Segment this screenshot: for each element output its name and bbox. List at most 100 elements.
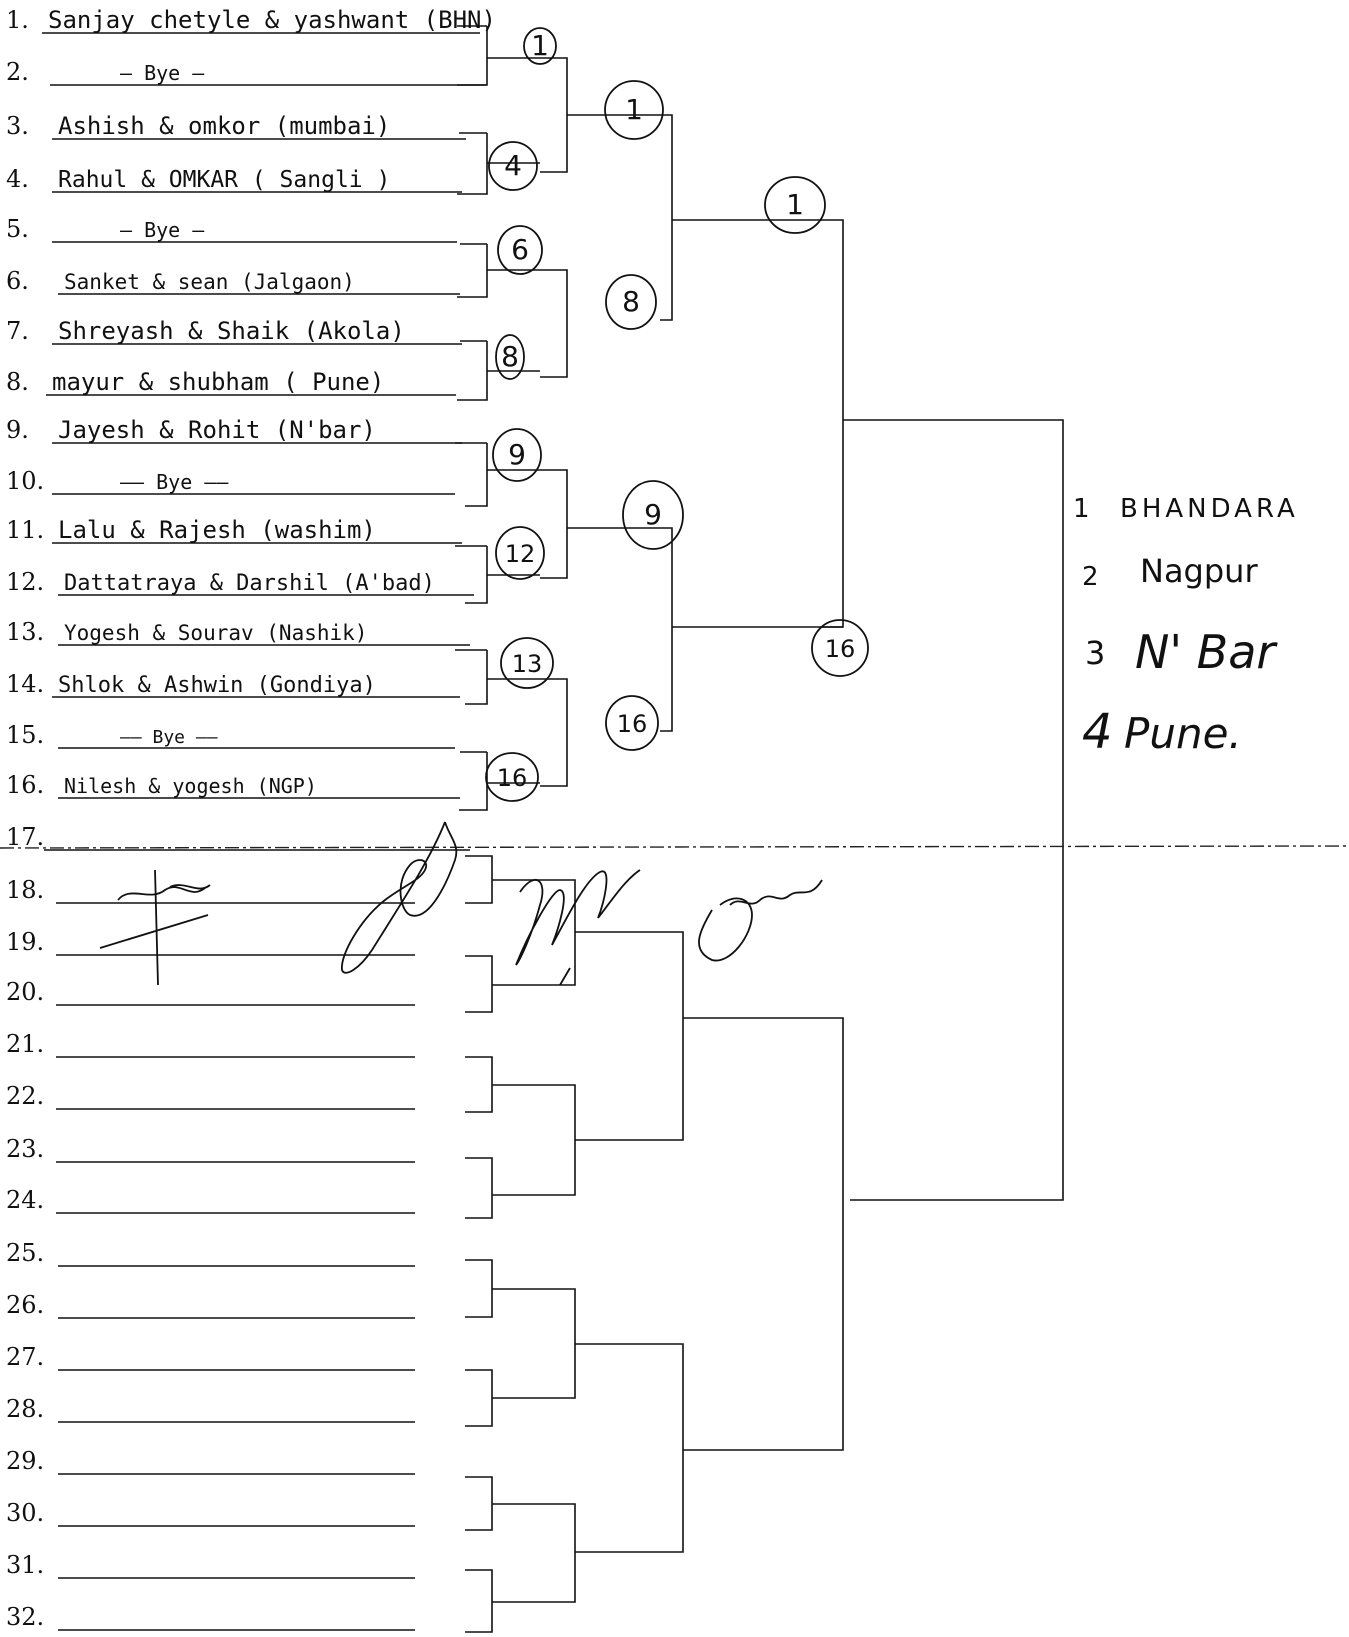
entry-number: 28. [6,1395,44,1423]
entry-number: 3. [6,112,29,140]
round1-winner: 16 [485,752,539,802]
entry-number: 6. [6,267,29,295]
entry-name: Yogesh & Sourav (Nashik) [64,621,367,645]
entry-row: 27. [6,1343,415,1371]
bracket-lines [455,25,1064,1633]
entry-number: 32. [6,1603,44,1631]
entry-row: 1.Sanjay chetyle & yashwant (BHN) [6,6,496,34]
winner-label: 1 [531,29,549,62]
entry-number: 20. [6,978,44,1006]
signature-3 [515,869,641,986]
round1-winner: 13 [500,637,554,689]
entry-row: 16. Nilesh & yogesh (NGP) [6,771,460,799]
winner-circle [605,695,659,751]
winner-circle [604,80,664,140]
winner-label: 1 [786,188,804,221]
entry-number: 26. [6,1291,44,1319]
signature-4 [698,879,823,962]
entry-number: 25. [6,1239,44,1267]
entry-row: 22. [6,1082,415,1110]
entry-row: 2.— Bye — [6,58,486,86]
entry-name: Dattatraya & Darshil (A'bad) [64,571,435,596]
winner-circle [811,619,869,677]
round2-winner: 8 [605,274,657,330]
entry-row: 26. [6,1291,415,1319]
entry-row: 30. [6,1499,415,1527]
entry-number: 14. [6,670,44,698]
round2-winner: 16 [605,695,659,751]
entry-name: Shlok & Ashwin (Gondiya) [58,673,376,698]
entry-row: 10.—— Bye —— [6,467,455,495]
entry-number: 17. [6,823,44,851]
entry-name: Shreyash & Shaik (Akola) [58,317,405,345]
entry-number: 27. [6,1343,44,1371]
entry-number: 31. [6,1551,44,1579]
entry-row: 6. Sanket & sean (Jalgaon) [6,267,460,295]
entry-name: —— Bye —— [120,727,218,748]
entry-number: 12. [6,568,44,596]
entry-row: 5.— Bye — [6,215,457,243]
entry-number: 7. [6,317,29,345]
entry-row: 13. Yogesh & Sourav (Nashik) [6,618,470,646]
winner-circle [764,176,826,234]
result-name: N' Bar [1135,625,1278,679]
entry-number: 1. [6,6,29,34]
winner-label: 1 [625,93,643,126]
result-name: Pune. [1124,709,1242,758]
entry-number: 16. [6,771,44,799]
entry-number: 5. [6,215,29,243]
round1-winner: 6 [497,225,543,275]
entry-number: 22. [6,1082,44,1110]
winner-label: 13 [512,650,543,678]
result-rank: 2 [1082,562,1099,592]
entry-row: 4. Rahul & OMKAR ( Sangli ) [6,165,462,193]
round1-winner: 12 [495,526,545,580]
entry-name: —— Bye —— [120,470,229,494]
winner-label: 6 [511,233,529,266]
winner-circle [492,428,542,482]
entry-number: 4. [6,165,29,193]
winner-label: 16 [497,764,528,792]
entry-row: 24. [6,1186,415,1214]
entry-row: 25. [6,1239,415,1267]
winner-label: 9 [508,438,526,471]
entry-row: 23. [6,1135,415,1163]
entry-row: 14. Shlok & Ashwin (Gondiya) [6,670,460,698]
winner-label: 8 [501,340,519,373]
entry-row: 15. —— Bye —— [6,721,455,749]
result-rank: 4 [1082,704,1113,760]
winner-label: 16 [617,710,648,738]
entry-number: 15. [6,721,44,749]
entry-number: 24. [6,1186,44,1214]
entry-row: 21. [6,1030,415,1058]
entry-row: 19. [6,928,415,956]
entry-row: 7. Shreyash & Shaik (Akola) [6,317,462,345]
round3-winner: 1 [764,176,826,234]
entry-number: 9. [6,416,29,444]
entry-number: 13. [6,618,44,646]
entry-number: 18. [6,876,44,904]
round1-winner: 9 [492,428,542,482]
entry-row: 11.Lalu & Rajesh (washim) [6,516,462,544]
results-list: 1 BHANDARA 2 Nagpur 3 N' Bar 4 Pune. [1073,494,1295,760]
entry-name: Lalu & Rajesh (washim) [58,516,376,544]
round2-winner: 1 [604,80,664,140]
signatures [99,821,823,986]
winner-label: 9 [644,498,662,531]
entry-row: 18. [6,876,415,904]
entry-row: 28. [6,1395,415,1423]
round2-winner: 9 [622,480,684,550]
entry-row: 12. Dattatraya & Darshil (A'bad) [6,568,474,596]
result-rank: 3 [1085,634,1105,672]
entry-name: Jayesh & Rohit (N'bar) [58,416,376,444]
entry-row: 31. [6,1551,415,1579]
entry-name: Rahul & OMKAR ( Sangli ) [58,167,390,193]
winner-circle [485,752,539,802]
round1-winner: 1 [523,27,557,65]
entry-name: Nilesh & yogesh (NGP) [64,774,317,798]
entry-name: Sanket & sean (Jalgaon) [64,270,355,294]
winner-circle [488,141,538,191]
